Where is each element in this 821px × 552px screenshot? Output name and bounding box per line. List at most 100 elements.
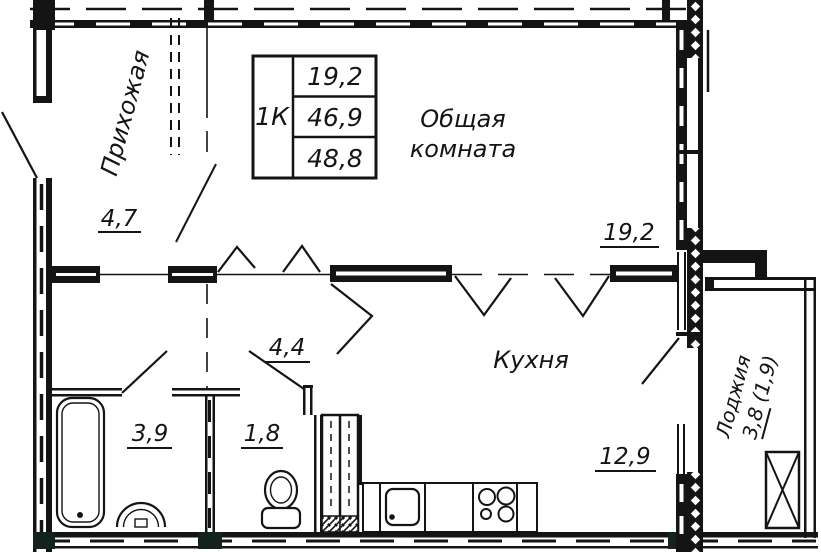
loggia-label-group: Лоджия 3,8 (1,9) [710, 352, 782, 441]
top-wall-stub-right [662, 0, 670, 20]
corner-block [198, 532, 222, 549]
top-wall-stub [204, 0, 214, 20]
table-total-area: 48,8 [307, 144, 363, 173]
sink-outline [115, 501, 167, 528]
hallway-door-leaf [175, 163, 217, 243]
wc-door-jamb [310, 385, 313, 415]
bath-wc-divider [212, 396, 215, 532]
wall-segment [46, 20, 52, 102]
wall-inner-bar [676, 478, 687, 552]
opening-chevron [282, 244, 321, 273]
table-living-area: 19,2 [307, 62, 363, 91]
sink-tap [134, 518, 148, 528]
burner [497, 505, 515, 523]
wc-door-jamb-cap [303, 385, 313, 388]
door-symbols [121, 244, 610, 394]
zone-boundary-lines [170, 18, 217, 388]
top-wall [30, 0, 703, 30]
opening-chevron [454, 275, 512, 317]
wc-door-leaf [248, 350, 305, 390]
entrance-door-leaf [1, 111, 38, 179]
toilet [260, 469, 302, 530]
table-area-no-loggia: 46,9 [307, 103, 363, 132]
living-room-label-line1: Общая [420, 105, 505, 133]
corridor-area: 4,4 [269, 335, 306, 361]
storage-box-cross [765, 451, 800, 529]
loggia-glazing-top [705, 277, 816, 280]
wall-outer-line [698, 0, 703, 552]
info-table-outline [251, 54, 378, 180]
kitchen-label: Кухня [493, 346, 569, 374]
bathtub-inner [61, 402, 100, 523]
hallway-area: 4,7 [101, 206, 138, 232]
kitchen-sink-bowl [384, 487, 421, 527]
bottom-wall-bar [33, 532, 818, 538]
loggia-storage-box [764, 450, 801, 530]
burner [478, 488, 496, 506]
right-wall [641, 0, 710, 552]
top-wall-bar [30, 20, 703, 28]
loggia-return-wall [703, 250, 767, 263]
sink-inner [122, 508, 160, 528]
left-wall [1, 20, 100, 552]
loggia-glazing-top [705, 288, 816, 291]
bathtub-drain [77, 512, 83, 518]
wc-top-wall [172, 388, 240, 391]
bathtub-outline [55, 396, 106, 529]
bathtub [55, 396, 106, 529]
toilet-tank [260, 506, 302, 530]
kitchen-counter [362, 482, 538, 533]
vent-shaft [320, 413, 360, 534]
bathroom-area: 3,9 [132, 421, 169, 447]
opening-chevron [330, 283, 374, 355]
loggia-return-wall [755, 263, 767, 279]
opening-chevron [554, 275, 610, 318]
loggia-glazing-right [813, 280, 816, 538]
wall-segment [46, 178, 52, 552]
wc-door-jamb [303, 385, 306, 415]
bottom-wall-line [33, 546, 818, 549]
wall-hatch [687, 0, 700, 58]
burner [496, 486, 516, 506]
interior-partitions [50, 265, 678, 532]
shaft-hatched-base [321, 515, 341, 533]
hallway-label: Прихожая [95, 47, 155, 178]
area-underline [761, 407, 772, 440]
kitchen-sink-drain [389, 514, 395, 520]
wall-cap [33, 96, 52, 103]
wall-inner-bar [676, 20, 687, 250]
kitchen-area: 12,9 [599, 444, 650, 470]
toilet-bowl-inner [269, 476, 293, 504]
bathroom-door-leaf [121, 350, 168, 394]
loggia-glazing-right [804, 280, 807, 538]
wall-tick [676, 150, 703, 154]
bathroom-top-wall [50, 394, 122, 397]
kitchen-sink [384, 487, 421, 527]
sink-cell [379, 482, 426, 533]
wall-segment [33, 178, 37, 552]
bathroom-sink [115, 501, 167, 528]
wall-segment [33, 20, 37, 102]
wall-tick [676, 332, 703, 336]
bath-wc-divider [205, 396, 208, 532]
wc-top-wall [172, 394, 240, 397]
opening-chevron [217, 245, 256, 273]
wc-area: 1,8 [244, 421, 281, 447]
loggia-glazing-cap [705, 277, 714, 291]
shaft-left-wall [314, 415, 317, 532]
wall-hatch [687, 472, 700, 552]
loggia-structure [703, 250, 816, 538]
stove-cell [472, 482, 518, 533]
burner [480, 508, 492, 520]
shaft-hatched-base [339, 515, 359, 533]
wall-hatch [687, 228, 700, 348]
corner-block [33, 532, 55, 549]
stove [478, 486, 516, 523]
info-table: 1К 19,2 46,9 48,8 [251, 54, 378, 180]
balcony-door-leaf [641, 337, 680, 385]
living-room-area: 19,2 [603, 220, 654, 246]
bathroom-top-wall [50, 388, 122, 391]
living-room-label-line2: комната [410, 135, 516, 163]
